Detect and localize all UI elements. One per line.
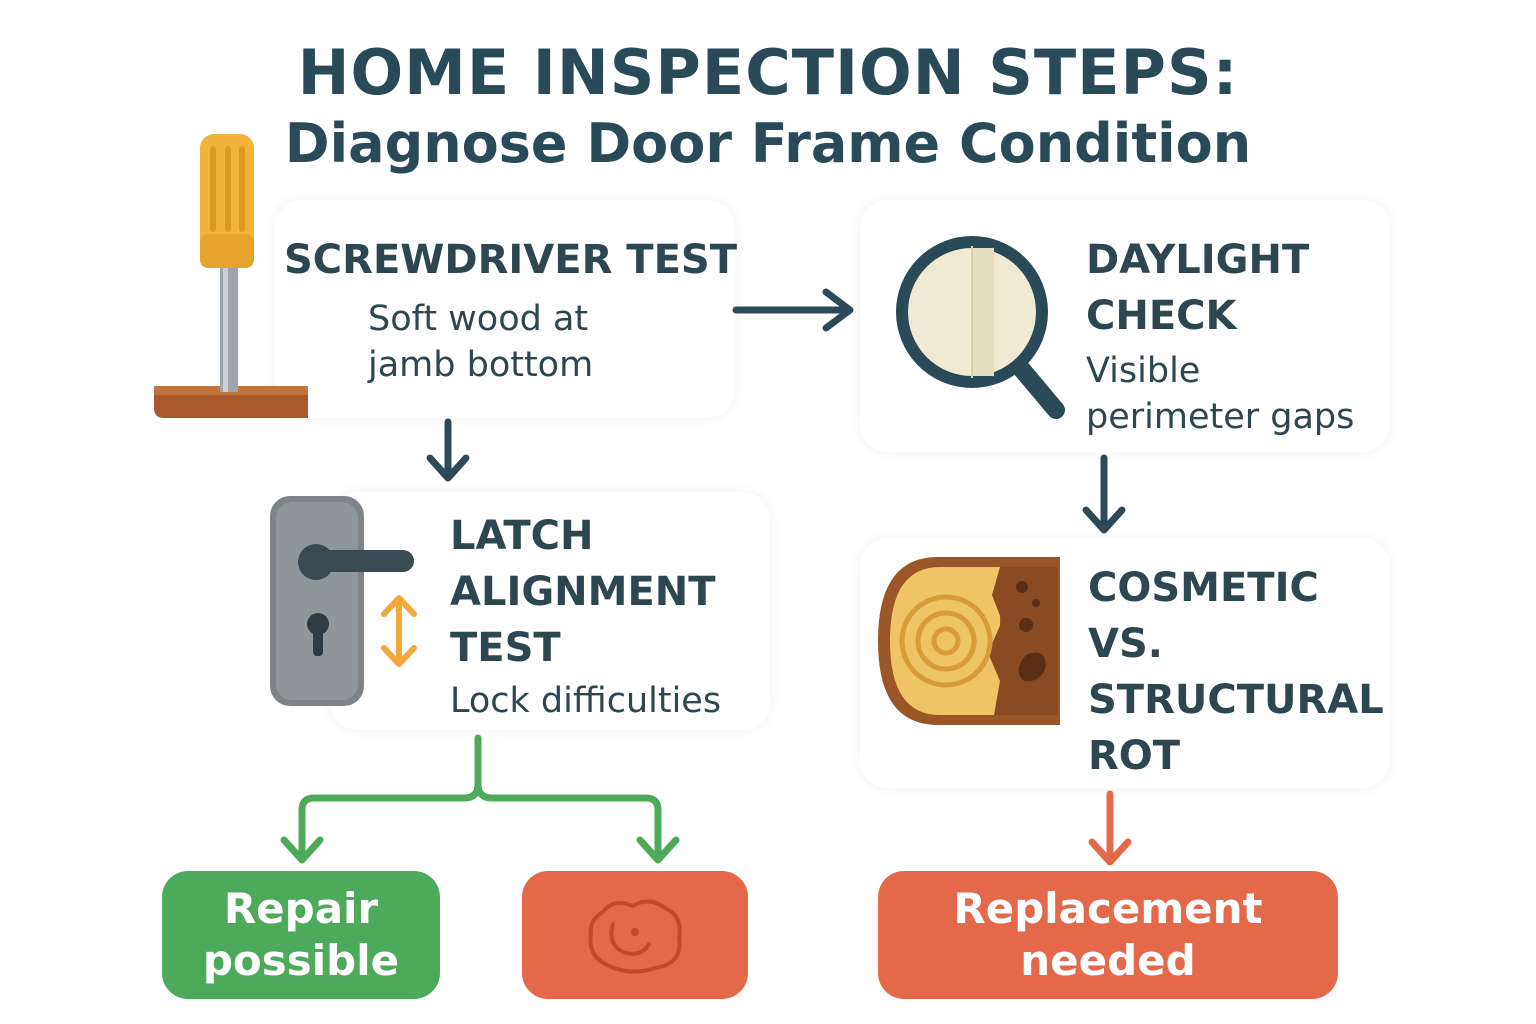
arrow-down-icon: [1082, 454, 1126, 534]
detail-line: Lock difficulties: [450, 681, 722, 721]
screwdriver-test-heading: SCREWDRIVER TEST: [284, 237, 738, 283]
heading-line: TEST: [450, 625, 561, 671]
outcome-line: Replacement: [953, 884, 1263, 933]
outcome-line: Repair: [223, 884, 379, 933]
page-title: HOME INSPECTION STEPS:: [297, 36, 1239, 109]
heading-line: ALIGNMENT: [450, 569, 716, 615]
rot-outcome: [522, 871, 748, 999]
latch-alignment-heading: LATCH ALIGNMENT TEST: [450, 508, 716, 676]
outcome-line: possible: [202, 936, 400, 985]
door-handle-icon: [270, 496, 417, 706]
heading-line: COSMETIC: [1088, 565, 1319, 611]
latch-alignment-card: [330, 492, 770, 730]
screwdriver-test-detail: Soft wood at jamb bottom: [368, 296, 593, 388]
heading-line: STRUCTURAL: [1088, 677, 1384, 723]
page-subtitle: Diagnose Door Frame Condition: [284, 112, 1252, 175]
daylight-check-detail: Visible perimeter gaps: [1086, 348, 1354, 440]
detail-line: Soft wood at: [368, 299, 589, 339]
rot-check-heading: COSMETIC VS. STRUCTURAL ROT: [1088, 560, 1384, 784]
heading-line: DAYLIGHT: [1086, 237, 1310, 283]
arrow-down-icon: [426, 418, 470, 482]
branch-arrow-icon: [280, 734, 680, 864]
heading-line: ROT: [1088, 733, 1181, 779]
daylight-check-heading: DAYLIGHT CHECK: [1086, 232, 1309, 344]
rot-stain-icon: [588, 899, 682, 974]
latch-alignment-detail: Lock difficulties: [450, 678, 721, 724]
heading-line: LATCH: [450, 513, 594, 559]
arrow-down-icon: [1088, 790, 1132, 866]
screwdriver-icon: [154, 134, 308, 418]
outcome-line: needed: [1020, 936, 1196, 985]
heading-line: CHECK: [1086, 293, 1237, 339]
detail-line: Visible: [1086, 351, 1201, 391]
rotted-wood-icon: [878, 557, 1060, 725]
repair-possible-outcome: Repair possible: [162, 871, 440, 999]
detail-line: perimeter gaps: [1086, 397, 1355, 437]
arrow-right-icon: [732, 288, 854, 332]
magnifier-icon: [896, 236, 1065, 419]
replacement-needed-outcome: Replacement needed: [878, 871, 1338, 999]
heading-line: VS.: [1088, 621, 1163, 667]
screwdriver-test-card: [275, 200, 735, 418]
detail-line: jamb bottom: [368, 345, 594, 385]
